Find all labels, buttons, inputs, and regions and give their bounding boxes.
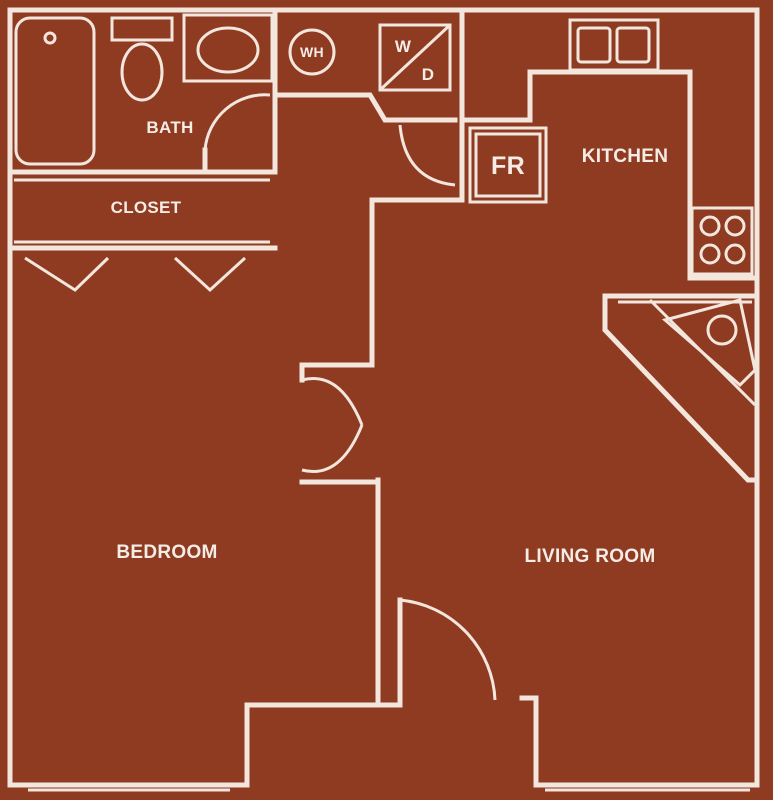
kitchen-upper [459,69,760,281]
tub-drain [43,31,57,45]
water-heater-label: WH [300,44,324,60]
kitchen-sink-right-basin [615,26,651,64]
vanity [182,13,274,83]
sink-basin [196,26,260,74]
bar-sink-basin [706,314,738,346]
dryer-label: D [422,65,435,84]
laundry-door-swing [398,124,456,187]
stove [690,206,754,276]
closet-door-right [173,256,247,293]
room-label-closet: CLOSET [111,198,182,217]
interior-walls [7,7,760,708]
burner-3 [699,243,721,265]
room-label-kitchen: KITCHEN [582,146,669,167]
laundry-wall [272,92,458,123]
room-label-bedroom: BEDROOM [116,542,217,563]
laundry-fixtures: WH W D [288,23,452,92]
burner-1 [699,215,721,237]
bath-door-swing [203,93,271,151]
closet-door-left [24,256,110,292]
angled-counter [602,293,760,483]
washer-dryer-divider [378,23,452,92]
closet-shelf [14,178,270,244]
kitchen-fixtures: FR [468,18,760,483]
fridge-label: FR [491,152,525,180]
bath-fixtures [14,13,274,166]
fridge-inner [474,132,542,198]
washer-label: W [395,37,412,56]
room-label-living-room: LIVING ROOM [524,546,655,567]
toilet-bowl [120,42,164,102]
outer-wall-left-bottom [7,702,381,788]
kitchen-sink [568,18,660,72]
toilet-tank [110,16,174,42]
room-labels: BATH CLOSET KITCHEN BEDROOM LIVING ROOM [111,118,669,567]
entry-door-swing [399,598,497,701]
outer-walls [7,7,760,792]
bar-sink [661,298,757,388]
water-heater [288,28,336,76]
kitchen-wall-top [299,197,465,368]
bedroom-door-lower [301,424,364,473]
burner-2 [724,215,746,237]
kitchen-sink-left-basin [576,26,612,64]
outer-wall [7,7,760,788]
bedroom-door-upper [301,377,364,426]
bathtub [14,16,96,166]
fridge [468,126,548,204]
room-label-bath: BATH [146,118,193,137]
burner-4 [724,243,746,265]
doors [24,93,497,708]
washer-dryer [378,23,452,92]
